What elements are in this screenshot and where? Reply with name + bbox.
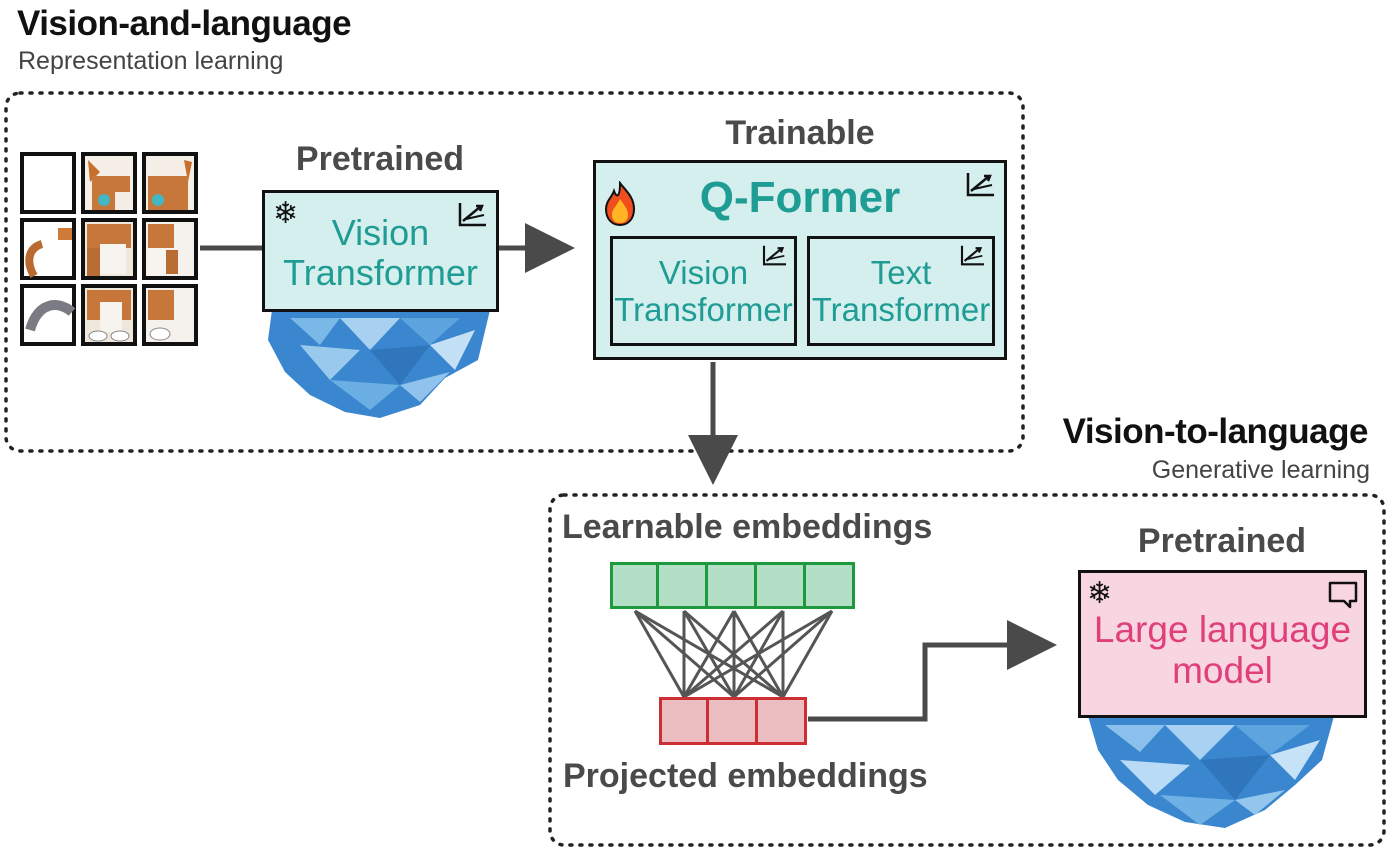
qformer-vision-label-line2: Transformer — [614, 290, 793, 328]
llm-label-line1: Large language — [1093, 609, 1352, 650]
projected-embedding-cell — [709, 697, 758, 745]
qformer-status-label: Trainable — [725, 114, 875, 152]
snowflake-icon: ❄ — [273, 197, 299, 230]
section-title-vision-and-language: Vision-and-language — [17, 4, 352, 43]
ice-block-llm — [1088, 716, 1334, 828]
image-patch — [142, 152, 198, 214]
projected-embeddings-row — [659, 697, 807, 745]
projected-embedding-cell — [659, 697, 709, 745]
image-patch — [81, 152, 137, 214]
image-patch — [81, 218, 137, 280]
projected-embeddings-label: Projected embeddings — [563, 757, 928, 795]
qformer-text-label-line2: Transformer — [811, 290, 991, 328]
llm-box: ❄ Large language model — [1078, 570, 1367, 718]
arrow-projected-to-llm — [808, 620, 1057, 722]
qformer-title: Q-Former — [699, 173, 901, 222]
chat-bubble-icon — [1328, 581, 1358, 609]
model-graph-icon — [960, 245, 984, 266]
model-graph-icon — [458, 203, 486, 227]
vision-transformer-label-line2: Transformer — [283, 252, 478, 294]
qformer-vision-label-line1: Vision — [658, 254, 749, 291]
learnable-embeddings-row — [610, 562, 855, 609]
learnable-embedding-cell — [806, 562, 855, 609]
learnable-embedding-cell — [659, 562, 708, 609]
qformer-vision-transformer-box: Vision Transformer — [610, 236, 797, 346]
section-title-vision-to-language: Vision-to-language — [1062, 412, 1369, 451]
model-graph-icon — [966, 173, 994, 197]
section-subtitle-representation: Representation learning — [18, 47, 284, 75]
vision-transformer-label-line1: Vision — [331, 212, 430, 253]
region-vision-and-language — [4, 91, 1025, 453]
image-patch — [142, 218, 198, 280]
ice-block-vision — [268, 310, 490, 418]
image-patch — [20, 284, 76, 346]
vision-transformer-box: ❄ Vision Transformer — [262, 190, 499, 312]
embedding-connections — [633, 609, 834, 699]
model-graph-icon — [762, 245, 786, 266]
learnable-embeddings-label: Learnable embeddings — [562, 508, 933, 546]
snowflake-icon: ❄ — [1087, 577, 1113, 610]
region-vision-to-language — [548, 493, 1386, 847]
projected-embedding-cell — [758, 697, 807, 745]
learnable-embedding-cell — [708, 562, 757, 609]
learnable-embedding-cell — [757, 562, 806, 609]
qformer-box: Q-Former Vision Transformer Text Transfo… — [593, 160, 1007, 360]
vision-encoder-status-label: Pretrained — [295, 140, 465, 178]
image-patch — [81, 284, 137, 346]
llm-status-label: Pretrained — [1137, 522, 1307, 560]
image-patch — [20, 218, 76, 280]
image-patch — [142, 284, 198, 346]
section-subtitle-generative: Generative learning — [1151, 456, 1370, 484]
qformer-text-label-line1: Text — [870, 254, 932, 291]
qformer-text-transformer-box: Text Transformer — [807, 236, 995, 346]
llm-label-line2: model — [1172, 650, 1273, 692]
learnable-embedding-cell — [610, 562, 659, 609]
fire-icon — [604, 181, 636, 227]
cat-image-patches — [20, 152, 198, 346]
